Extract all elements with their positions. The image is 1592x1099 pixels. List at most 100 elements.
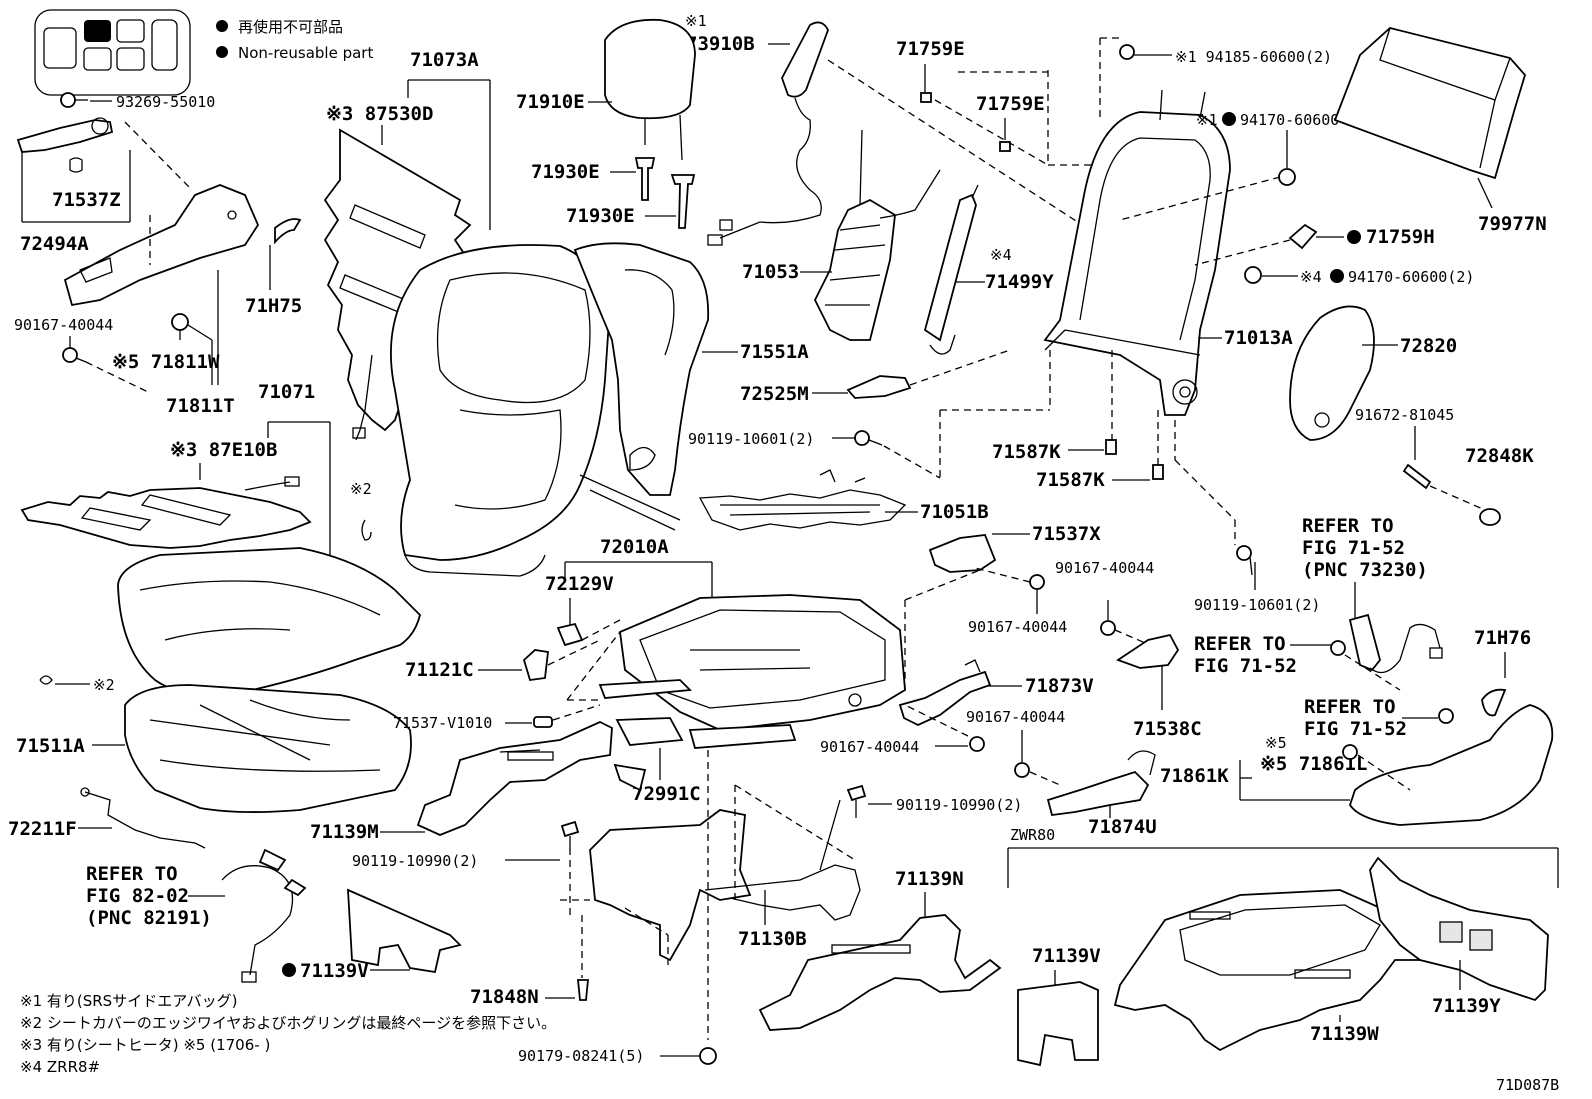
part-label-72211F: 72211F xyxy=(8,818,77,840)
bolt-90167-d xyxy=(1100,620,1116,636)
nut-refer-b xyxy=(1438,708,1454,724)
part-label-71811T: 71811T xyxy=(166,395,235,417)
note-x2-lower: ※2 xyxy=(93,676,115,694)
note-x4-71499Y: ※4 xyxy=(990,246,1012,264)
part-label-71910E: 71910E xyxy=(516,91,585,113)
bullet-icon xyxy=(1330,269,1344,283)
bullet-icon xyxy=(216,20,228,32)
legend-line2: Non-reusable part xyxy=(238,44,373,62)
part-label-71930E-b: 71930E xyxy=(566,205,635,227)
part-label-71587K-b: 71587K xyxy=(1036,469,1105,491)
part-label-72848K: 72848K xyxy=(1465,445,1534,467)
diagram-id: 71D087B xyxy=(1496,1076,1559,1094)
bullet-icon xyxy=(216,46,228,58)
part-label-71139Y: 71139Y xyxy=(1432,995,1501,1017)
part-label-72129V: 72129V xyxy=(545,573,614,595)
bolt-90167-b xyxy=(1029,574,1045,590)
clip-71759E-b xyxy=(999,141,1011,152)
part-label-71053: 71053 xyxy=(742,261,799,283)
part-label-90179-08241: 90179-08241(5) xyxy=(518,1047,644,1065)
refer-71-52-pnc-line2: FIG 71-52 xyxy=(1302,537,1405,559)
part-label-72525M: 72525M xyxy=(740,383,809,405)
part-label-71848N: 71848N xyxy=(470,986,539,1008)
part-label-90119-10990-right: 90119-10990(2) xyxy=(896,796,1022,814)
seat-belt-buckle xyxy=(1348,613,1443,674)
clip-71H76 xyxy=(1481,688,1507,717)
part-label-90167-40044-d: 90167-40044 xyxy=(966,708,1065,726)
seat-belt-sensor-wire xyxy=(221,848,307,983)
side-airbag-pad-72820 xyxy=(1289,305,1375,441)
part-label-71551A: 71551A xyxy=(740,341,809,363)
refer-82-02-line1: REFER TO xyxy=(86,863,178,885)
cap-72848K xyxy=(1479,508,1501,526)
part-label-72010A: 72010A xyxy=(600,536,669,558)
bullet-icon xyxy=(1347,230,1361,244)
bolt-91672 xyxy=(1402,463,1432,490)
pad-71537V xyxy=(533,716,553,728)
part-label-71537Z: 71537Z xyxy=(52,189,121,211)
part-label-71051B: 71051B xyxy=(920,501,989,523)
part-label-71139M: 71139M xyxy=(310,821,379,843)
part-label-93269-55010: 93269-55010 xyxy=(116,93,215,111)
seat-side-shield-outer xyxy=(63,184,260,307)
part-label-71861K: 71861K xyxy=(1160,765,1229,787)
footnote-4: ※4 ZRR8# xyxy=(20,1058,100,1076)
part-label-71139N: 71139N xyxy=(895,868,964,890)
clip-71759H xyxy=(1288,223,1318,250)
part-label-71759H: 71759H xyxy=(1366,226,1435,248)
footnote-3: ※3 有り(シートヒータ) ※5 (1706- ) xyxy=(20,1036,270,1054)
recliner-cable-71499Y xyxy=(923,184,979,355)
refer-71-52-a-line2: FIG 71-52 xyxy=(1194,655,1297,677)
lumbar-support-71053 xyxy=(813,129,941,341)
nut-94170-a xyxy=(1278,168,1296,186)
refer-71-52-a-line1: REFER TO xyxy=(1194,633,1286,655)
bolt-93269 xyxy=(60,92,88,108)
part-label-79977N: 79977N xyxy=(1478,213,1547,235)
part-label-94170-60600-a: 94170-60600 xyxy=(1240,111,1339,129)
part-label-91672-81045: 91672-81045 xyxy=(1355,406,1454,424)
seat-slide-handle-part xyxy=(16,117,114,153)
bolt-90167-f xyxy=(1014,762,1030,778)
refer-82-02-line3: (PNC 82191) xyxy=(86,907,212,929)
part-label-72494A: 72494A xyxy=(20,233,89,255)
seat-back-pad-71551A xyxy=(573,242,710,531)
headrest xyxy=(604,18,696,161)
part-label-94185-60600: ※1 94185-60600(2) xyxy=(1175,48,1332,66)
part-label-71499Y: 71499Y xyxy=(985,271,1054,293)
bolt-90167-e xyxy=(969,736,985,752)
headrest-support-a xyxy=(634,157,656,201)
part-label-71121C: 71121C xyxy=(405,659,474,681)
seat-cover-71139V-right xyxy=(1017,981,1099,1067)
part-label-71073A: 71073A xyxy=(410,49,479,71)
part-label-71071: 71071 xyxy=(258,381,315,403)
note-x2-upper: ※2 xyxy=(350,480,372,498)
seat-cushion-heater-pad xyxy=(20,487,312,549)
part-label-71811W: ※5 71811W xyxy=(112,351,220,373)
seat-cover-71139V-left xyxy=(347,888,462,974)
clip-71811W xyxy=(171,313,189,340)
part-label-73910B: 73910B xyxy=(686,33,755,55)
note-x4-94170: ※4 xyxy=(1300,268,1322,286)
side-airbag-module xyxy=(707,21,829,246)
part-label-71930E-a: 71930E xyxy=(531,161,600,183)
part-label-71H76: 71H76 xyxy=(1474,627,1531,649)
part-label-71013A: 71013A xyxy=(1224,327,1293,349)
seat-cushion-cover xyxy=(117,547,421,697)
part-label-72820: 72820 xyxy=(1400,335,1457,357)
part-label-71130B: 71130B xyxy=(738,928,807,950)
part-label-90119-10601-right: 90119-10601(2) xyxy=(1194,596,1320,614)
part-label-71139W: 71139W xyxy=(1310,1023,1379,1045)
bullet-icon xyxy=(1222,112,1236,126)
part-label-71874U: 71874U xyxy=(1088,816,1157,838)
part-label-90167-40044-e: 90167-40044 xyxy=(820,738,919,756)
part-label-71873V: 71873V xyxy=(1025,675,1094,697)
clip-71587K-b xyxy=(1152,464,1164,480)
handle-72525M xyxy=(846,375,912,399)
part-label-71759E-b: 71759E xyxy=(976,93,1045,115)
part-label-71538C: 71538C xyxy=(1133,718,1202,740)
nut-94170-b xyxy=(1244,266,1262,284)
part-label-71537X: 71537X xyxy=(1032,523,1101,545)
note-x5-71861L: ※5 xyxy=(1265,734,1287,752)
bottom-cover-71139M xyxy=(416,721,647,836)
